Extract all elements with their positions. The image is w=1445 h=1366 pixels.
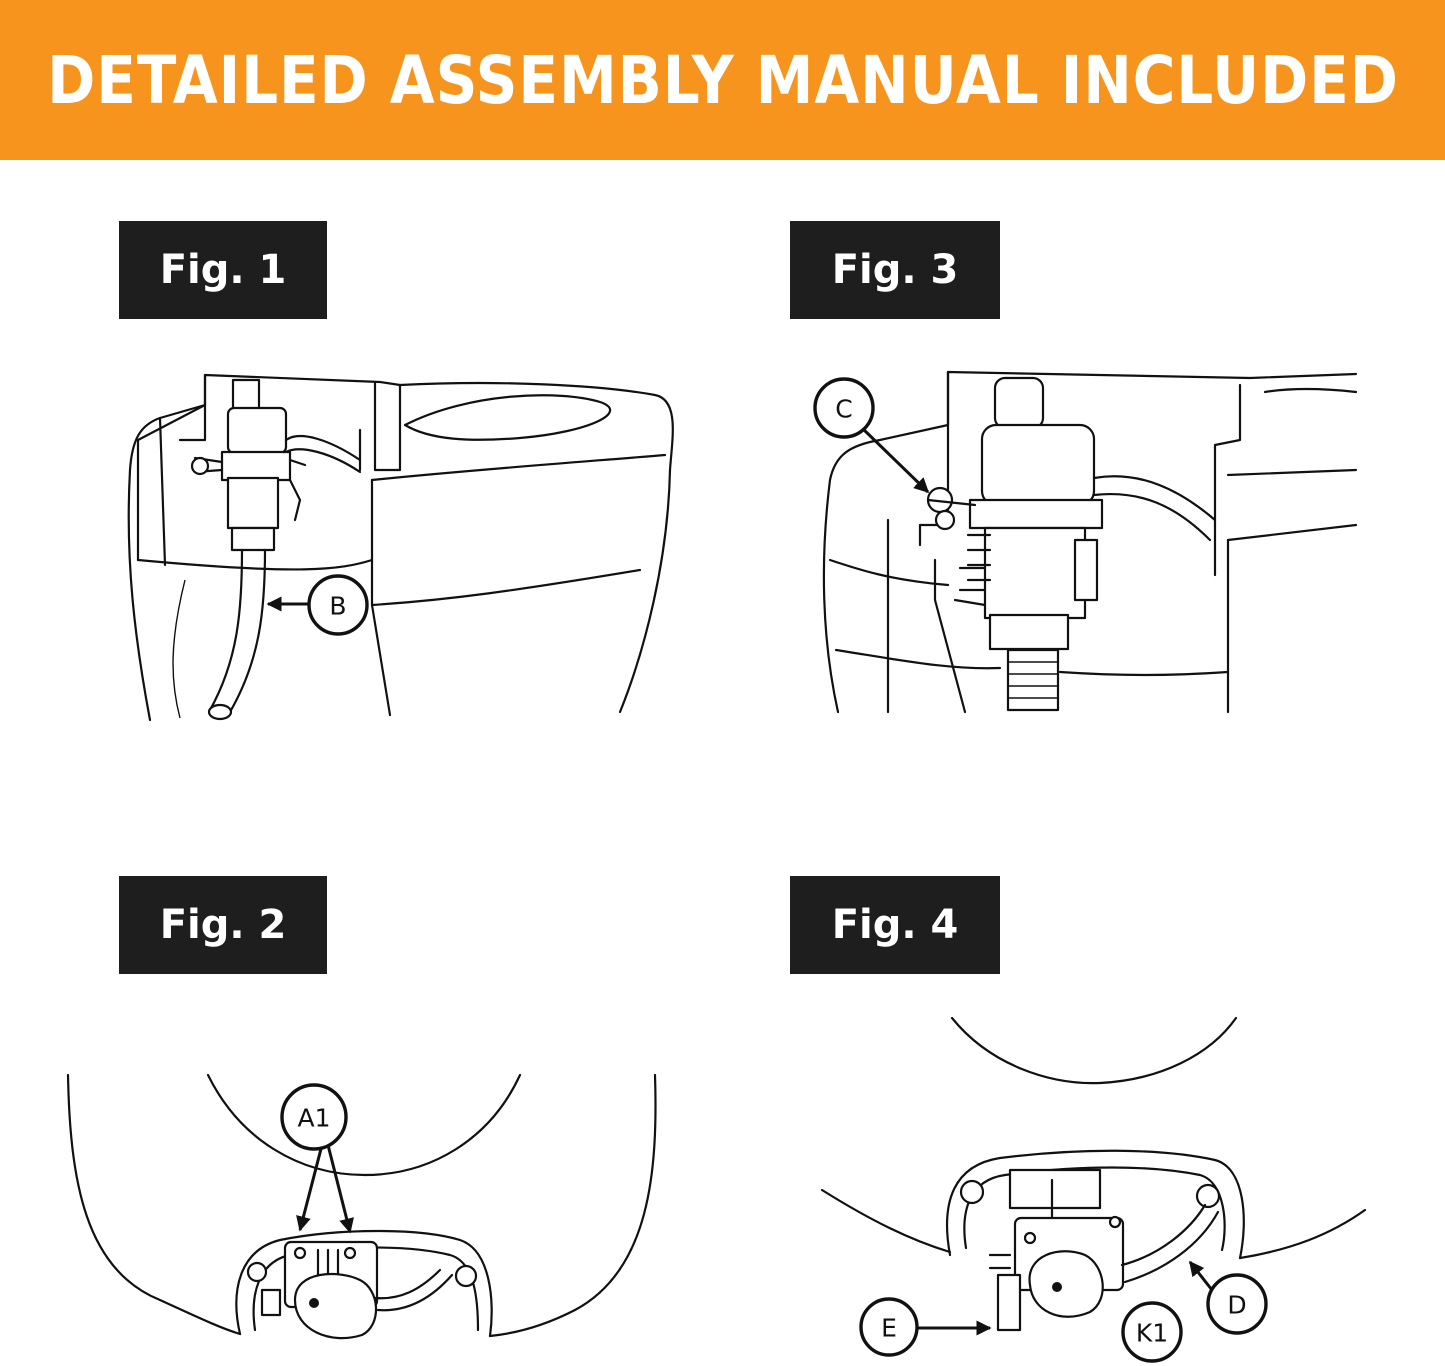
callout-b: B <box>307 574 369 636</box>
fig-3-illustration <box>822 370 1358 714</box>
fig-1-illustration <box>127 373 674 722</box>
svg-text:D: D <box>1227 1291 1246 1320</box>
svg-text:B: B <box>329 592 346 621</box>
fig-2-illustration <box>66 1073 657 1340</box>
callout-d: D <box>1206 1273 1268 1335</box>
callout-k1: K1 <box>1121 1301 1183 1363</box>
fig-4-label: Fig. 4 <box>790 876 1000 974</box>
header-banner: DETAILED ASSEMBLY MANUAL INCLUDED <box>0 0 1445 160</box>
fig-2-label: Fig. 2 <box>119 876 327 974</box>
svg-text:E: E <box>881 1314 897 1343</box>
banner-title: DETAILED ASSEMBLY MANUAL INCLUDED <box>46 41 1399 119</box>
callout-e: E <box>859 1297 919 1357</box>
callout-c: C <box>813 377 875 439</box>
fig-4-illustration <box>820 1016 1367 1336</box>
svg-text:C: C <box>835 395 852 424</box>
svg-text:K1: K1 <box>1136 1319 1168 1348</box>
fig-1-label: Fig. 1 <box>119 221 327 319</box>
svg-text:A1: A1 <box>297 1104 330 1133</box>
fig-3-label: Fig. 3 <box>790 221 1000 319</box>
callout-a1: A1 <box>280 1083 348 1151</box>
